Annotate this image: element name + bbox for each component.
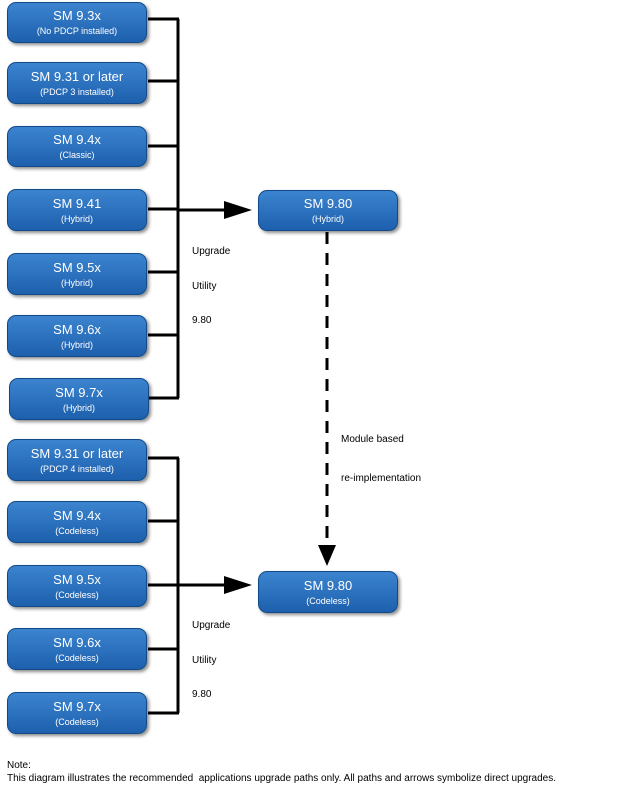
label-line: Upgrade: [192, 620, 231, 631]
label-line: 9.80: [192, 315, 212, 326]
node-subtitle: (Codeless): [55, 525, 99, 536]
node-sm-9-6x-codeless: SM 9.6x (Codeless): [7, 628, 147, 670]
node-sm-9-5x-hybrid: SM 9.5x (Hybrid): [7, 253, 147, 295]
footnote: Note: This diagram illustrates the recom…: [7, 759, 556, 785]
node-subtitle: (Classic): [59, 150, 95, 160]
node-subtitle: (Hybrid): [60, 277, 93, 288]
node-sm-9-7x-hybrid: SM 9.7x (Hybrid): [9, 378, 149, 420]
node-sm-9-5x-codeless: SM 9.5x (Codeless): [7, 565, 147, 607]
node-title: SM 9.6x: [53, 634, 101, 650]
top-group-bracket: [148, 17, 180, 400]
label-line: Utility: [192, 280, 217, 292]
note-text: This diagram illustrates the recommended…: [7, 773, 556, 784]
module-based-label: Module based re-implementation: [341, 407, 421, 498]
bottom-group-bracket: [148, 456, 180, 715]
upgrade-utility-label-bottom: Upgrade Utility 9.80: [192, 597, 230, 712]
node-subtitle: (PDCP 4 installed): [40, 463, 114, 474]
node-sm-9-31-pdcp4: SM 9.31 or later (PDCP 4 installed): [7, 439, 147, 481]
node-subtitle: (PDCP 3 installed): [40, 86, 114, 97]
node-subtitle: (Codeless): [55, 589, 99, 600]
node-title: SM 9.41: [52, 195, 102, 211]
note-heading: Note:: [7, 760, 31, 771]
node-sm-9-41-hybrid: SM 9.41 (Hybrid): [7, 189, 147, 231]
label-line: Module based: [341, 434, 404, 445]
top-upgrade-arrowhead: [224, 201, 252, 219]
node-title: SM 9.31 or later: [30, 68, 124, 84]
node-title: SM 9.31 or later: [30, 445, 124, 461]
node-sm-9-6x-hybrid: SM 9.6x (Hybrid): [7, 315, 147, 357]
module-arrowhead: [318, 545, 336, 566]
label-line: Utility: [192, 654, 217, 666]
node-title: SM 9.80: [303, 577, 353, 593]
node-sm-9-31-pdcp3: SM 9.31 or later (PDCP 3 installed): [7, 62, 147, 104]
node-subtitle: (Hybrid): [60, 339, 93, 350]
node-sm-9-4x-codeless: SM 9.4x (Codeless): [7, 501, 147, 543]
node-subtitle: (Hybrid): [62, 402, 95, 413]
node-subtitle: (Codeless): [55, 652, 99, 663]
upgrade-utility-label-top: Upgrade Utility 9.80: [192, 223, 230, 338]
node-sm-9-7x-codeless: SM 9.7x (Codeless): [7, 692, 147, 734]
node-title: SM 9.80: [303, 196, 353, 211]
node-title: SM 9.5x: [53, 571, 101, 587]
node-title: SM 9.3x: [53, 8, 101, 23]
node-sm-9-3x: SM 9.3x (No PDCP installed): [7, 2, 147, 43]
node-subtitle: (No PDCP installed): [36, 26, 118, 36]
bottom-upgrade-arrowhead: [224, 576, 252, 594]
node-title: SM 9.6x: [53, 321, 101, 337]
node-title: SM 9.7x: [55, 384, 103, 400]
label-line: re-implementation: [341, 473, 422, 484]
node-sm-9-80-codeless: SM 9.80 (Codeless): [258, 571, 398, 613]
node-title: SM 9.5x: [53, 259, 101, 275]
node-subtitle: (Hybrid): [60, 213, 93, 224]
label-line: 9.80: [192, 689, 212, 700]
label-line: Upgrade: [192, 246, 231, 257]
node-subtitle: (Codeless): [55, 716, 99, 727]
node-title: SM 9.7x: [53, 698, 101, 714]
node-subtitle: (Hybrid): [311, 214, 344, 224]
node-sm-9-80-hybrid: SM 9.80 (Hybrid): [258, 190, 398, 231]
node-subtitle: (Codeless): [306, 595, 350, 606]
node-sm-9-4x-classic: SM 9.4x (Classic): [7, 126, 147, 167]
node-title: SM 9.4x: [53, 507, 101, 523]
node-title: SM 9.4x: [53, 132, 101, 147]
